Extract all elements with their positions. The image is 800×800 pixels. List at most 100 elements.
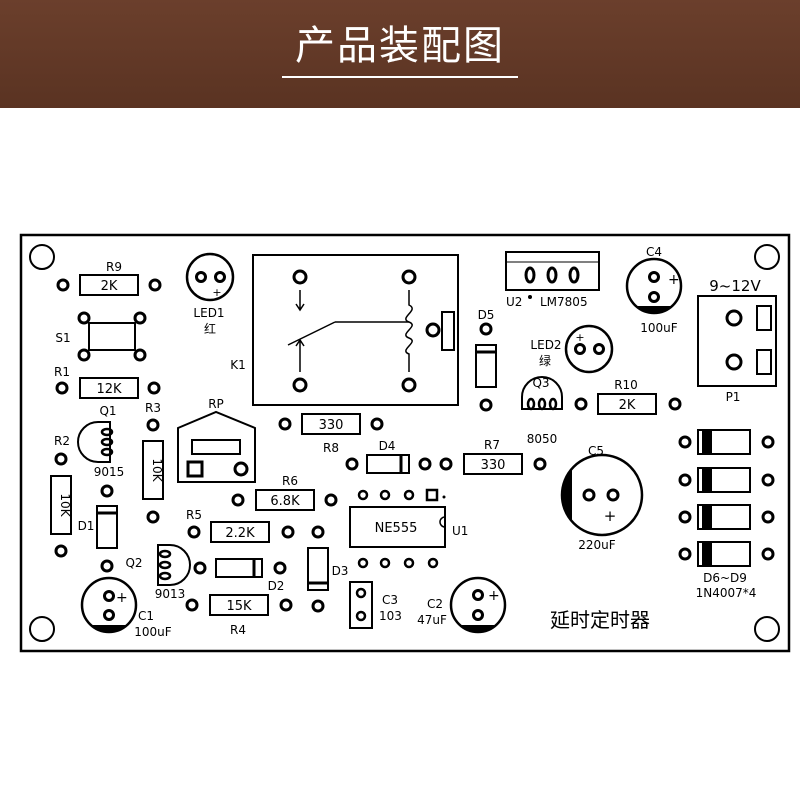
mounting-hole <box>29 244 55 270</box>
led2-label: LED2 <box>530 338 561 352</box>
led2: + LED2 绿 <box>530 324 614 374</box>
transistor-q1: Q1 9015 <box>77 404 125 479</box>
diode-d2: D2 <box>193 558 287 593</box>
led2-color: 绿 <box>539 353 551 368</box>
q3-label: Q3 <box>532 376 549 390</box>
resistor-r7: 330 R7 <box>439 438 547 475</box>
r9-value: 2K <box>101 279 118 294</box>
diode-d4: D4 <box>345 439 432 474</box>
led1: + LED1 红 <box>185 252 235 336</box>
r10-value: 2K <box>619 398 636 413</box>
r2-label: R2 <box>54 434 70 448</box>
capacitor-c4: + C4 100uF <box>625 245 683 335</box>
d6d9-label: D6~D9 <box>703 571 747 585</box>
led1-label: LED1 <box>193 306 224 320</box>
c2-label: C2 <box>427 597 443 611</box>
c5-value: 220uF <box>578 538 616 552</box>
led1-plus: + <box>212 286 221 299</box>
relay-k1: K1 <box>230 254 459 406</box>
title-banner: 产品装配图 <box>0 0 800 108</box>
p1-label: P1 <box>726 390 741 404</box>
capacitor-c1: + C1 100uF <box>80 576 172 639</box>
r1-label: R1 <box>54 365 70 379</box>
r3-label: R3 <box>145 401 161 415</box>
c4-plus: + <box>668 272 680 288</box>
rp-label: RP <box>208 397 224 411</box>
led2-plus: + <box>575 331 584 344</box>
board-title: 延时定时器 <box>550 608 650 632</box>
board-outline <box>19 233 791 653</box>
resistor-r4: 15K R4 <box>185 594 293 637</box>
d1-label: D1 <box>78 519 95 533</box>
resistor-r10: 2K R10 <box>574 378 682 415</box>
d4-label: D4 <box>379 439 396 453</box>
c4-label: C4 <box>646 245 662 259</box>
transistor-q3: Q3 8050 <box>521 376 563 446</box>
q2-value: 9013 <box>155 587 186 601</box>
k1-label: K1 <box>230 358 246 372</box>
r5-value: 2.2K <box>225 526 255 541</box>
c2-plus: + <box>488 588 500 604</box>
led1-color: 红 <box>204 321 216 336</box>
s1-label: S1 <box>55 331 70 345</box>
q2-label: Q2 <box>125 556 142 570</box>
q3-value: 8050 <box>527 432 558 446</box>
resistor-r8: 330 R8 <box>278 413 384 455</box>
diodes-d6-d9: D6~D9 1N4007*4 <box>678 429 775 600</box>
c3-label: C3 <box>382 593 398 607</box>
c5-label: C5 <box>588 444 604 458</box>
terminal-p1: 9~12V P1 <box>697 277 777 404</box>
d2-label: D2 <box>268 579 285 593</box>
banner-underline <box>282 76 518 78</box>
mounting-hole <box>754 244 780 270</box>
r7-label: R7 <box>484 438 500 452</box>
mounting-hole <box>29 616 55 642</box>
r7-value: 330 <box>481 458 506 473</box>
r6-value: 6.8K <box>270 494 300 509</box>
c2-value: 47uF <box>417 613 447 627</box>
r4-value: 15K <box>226 599 252 614</box>
banner-title: 产品装配图 <box>295 23 505 69</box>
r1-value: 12K <box>96 382 122 397</box>
c3-value: 103 <box>379 609 402 623</box>
r3-value: 10K <box>150 458 164 482</box>
supply-voltage: 9~12V <box>709 277 761 295</box>
c1-label: C1 <box>138 609 154 623</box>
c4-value: 100uF <box>640 321 678 335</box>
d6d9-value: 1N4007*4 <box>696 586 757 600</box>
regulator-u2: U2 LM7805 <box>505 251 600 309</box>
r2-value: 10K <box>58 493 72 517</box>
c5-plus: + <box>604 507 617 525</box>
r5-label: R5 <box>186 508 202 522</box>
ic-u1: NE555 U1 <box>349 488 468 569</box>
capacitor-c3: C3 103 <box>349 581 402 629</box>
resistor-r3: 10K R3 <box>142 401 164 524</box>
r10-label: R10 <box>614 378 638 392</box>
q1-value: 9015 <box>94 465 125 479</box>
diode-d5: D5 <box>475 308 497 412</box>
resistor-r6: 6.8K R6 <box>231 474 338 511</box>
r4-label: R4 <box>230 623 246 637</box>
d5-label: D5 <box>478 308 495 322</box>
diode-d1: D1 <box>78 484 118 573</box>
resistor-r2: 10K R2 <box>50 434 72 558</box>
r6-label: R6 <box>282 474 298 488</box>
transistor-q2: Q2 9013 <box>125 544 191 601</box>
q1-label: Q1 <box>99 404 116 418</box>
r8-value: 330 <box>319 418 344 433</box>
r9-label: R9 <box>106 260 122 274</box>
potentiometer-rp: RP <box>177 397 256 483</box>
u2-part: LM7805 <box>540 295 588 309</box>
resistor-r5: 2.2K R5 <box>186 508 295 543</box>
resistor-r9: 2K R9 <box>56 260 162 296</box>
switch-s1: S1 <box>55 311 147 362</box>
c1-plus: + <box>116 590 128 606</box>
capacitor-c5: + C5 220uF <box>560 444 644 552</box>
c1-value: 100uF <box>134 625 172 639</box>
u1-part: NE555 <box>375 521 418 536</box>
u1-label: U1 <box>452 524 468 538</box>
resistor-r1: 12K R1 <box>54 365 161 399</box>
mounting-hole <box>754 616 780 642</box>
u2-label: U2 <box>506 295 522 309</box>
